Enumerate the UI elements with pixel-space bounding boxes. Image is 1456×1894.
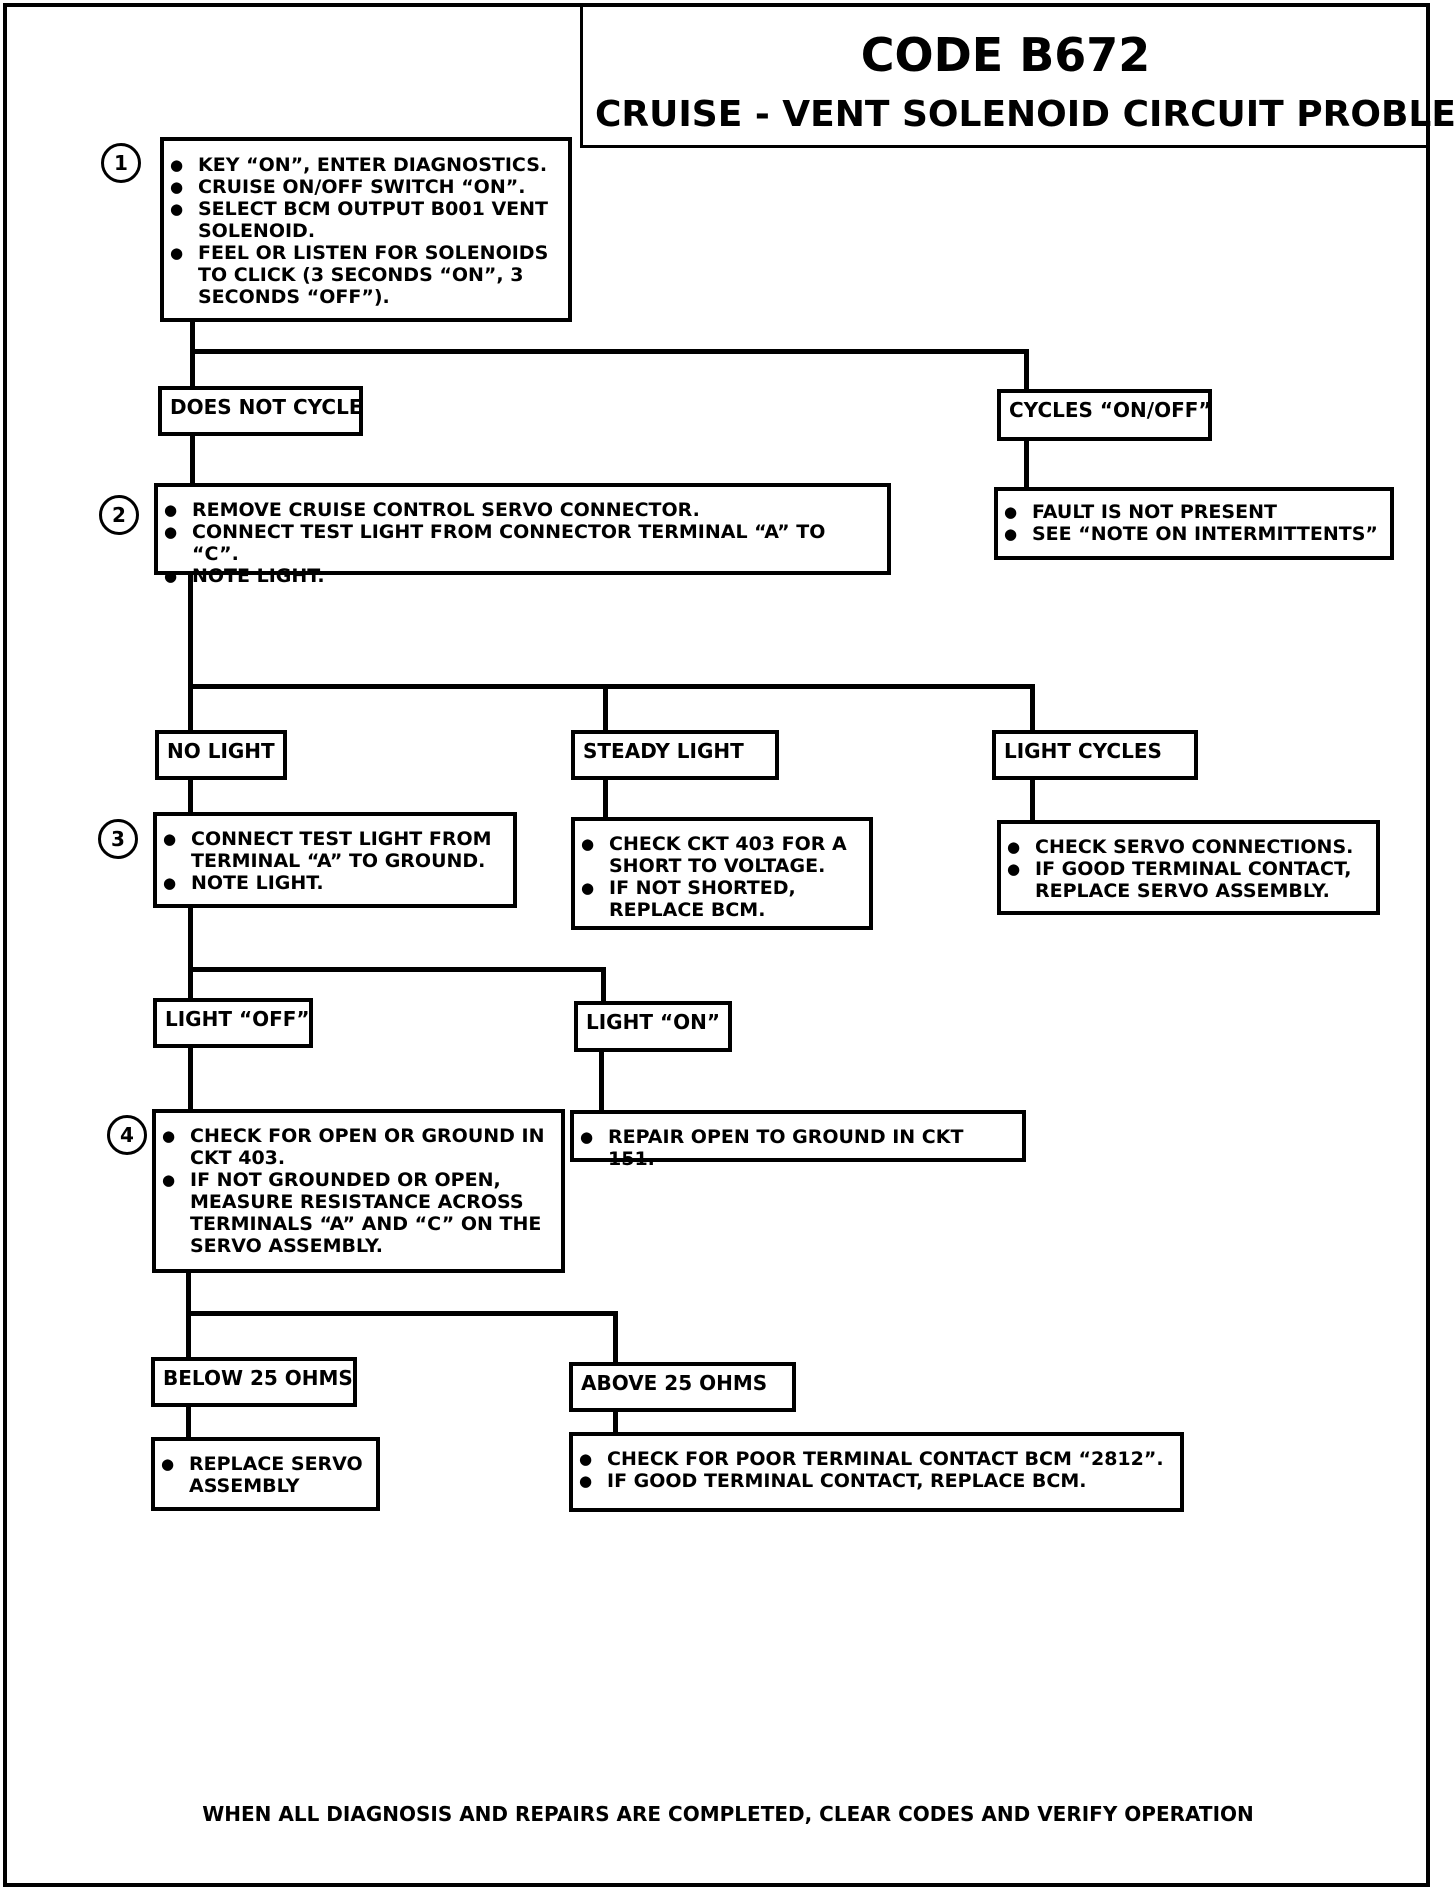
check-ckt403-box: CHECK CKT 403 FOR A SHORT TO VOLTAGE.IF … (571, 817, 873, 930)
check-servo-list: CHECK SERVO CONNECTIONS.IF GOOD TERMINAL… (1001, 836, 1368, 902)
bullet-item: CONNECT TEST LIGHT FROM TERMINAL “A” TO … (157, 828, 503, 872)
connector-line (1030, 684, 1035, 733)
step-2-marker: 2 (99, 495, 139, 535)
step-2-box: REMOVE CRUISE CONTROL SERVO CONNECTOR.CO… (154, 483, 891, 587)
connector-line (188, 967, 606, 972)
light-cycles-box: LIGHT CYCLES (992, 730, 1198, 780)
bullet-item: REPLACE SERVO ASSEMBLY (155, 1453, 368, 1497)
connector-line (613, 1408, 618, 1435)
check-poor-contact-box: CHECK FOR POOR TERMINAL CONTACT BCM “281… (569, 1432, 1184, 1512)
light-off-label: LIGHT “OFF” (165, 1007, 310, 1031)
bullet-item: IF NOT SHORTED, REPLACE BCM. (575, 877, 861, 921)
check-servo-box: CHECK SERVO CONNECTIONS.IF GOOD TERMINAL… (997, 820, 1380, 915)
step-4-marker: 4 (107, 1115, 147, 1155)
step-3-marker: 3 (98, 819, 138, 859)
title-block: CODE B672 CRUISE - VENT SOLENOID CIRCUIT… (580, 6, 1456, 148)
bullet-item: NOTE LIGHT. (158, 565, 877, 587)
above-25-ohms-box: ABOVE 25 OHMS (569, 1362, 796, 1412)
step-4-box: CHECK FOR OPEN OR GROUND IN CKT 403.IF N… (152, 1109, 565, 1273)
circuit-title: CRUISE - VENT SOLENOID CIRCUIT PROBLEM (595, 94, 1456, 135)
connector-line (190, 433, 195, 485)
bullet-item: REPAIR OPEN TO GROUND IN CKT 151. (574, 1126, 1014, 1170)
connector-line (1024, 349, 1029, 391)
connector-line (603, 776, 608, 819)
connector-line (190, 349, 1029, 354)
bullet-item: FEEL OR LISTEN FOR SOLENOIDS TO CLICK (3… (164, 242, 558, 308)
connector-line (188, 904, 193, 1001)
bullet-item: FAULT IS NOT PRESENT (998, 501, 1380, 523)
connector-line (1024, 437, 1029, 490)
no-light-label: NO LIGHT (167, 739, 275, 763)
connector-line (188, 776, 193, 815)
step-4-list: CHECK FOR OPEN OR GROUND IN CKT 403.IF N… (156, 1125, 551, 1257)
connector-line (188, 684, 1035, 689)
step-1-box: KEY “ON”, ENTER DIAGNOSTICS.CRUISE ON/OF… (160, 137, 572, 322)
repair-open-box: REPAIR OPEN TO GROUND IN CKT 151. (570, 1110, 1026, 1170)
step-3-box: CONNECT TEST LIGHT FROM TERMINAL “A” TO … (153, 812, 517, 908)
bullet-item: CHECK SERVO CONNECTIONS. (1001, 836, 1368, 858)
footer-note: WHEN ALL DIAGNOSIS AND REPAIRS ARE COMPL… (202, 1802, 1254, 1826)
fault-not-present-list: FAULT IS NOT PRESENTSEE “NOTE ON INTERMI… (998, 501, 1380, 545)
connector-line (186, 1403, 191, 1440)
repair-open-list: REPAIR OPEN TO GROUND IN CKT 151. (574, 1126, 1014, 1170)
check-ckt403-list: CHECK CKT 403 FOR A SHORT TO VOLTAGE.IF … (575, 833, 861, 921)
bullet-item: CHECK CKT 403 FOR A SHORT TO VOLTAGE. (575, 833, 861, 877)
page-frame (3, 3, 1430, 1887)
replace-servo-box: REPLACE SERVO ASSEMBLY (151, 1437, 380, 1511)
bullet-item: SELECT BCM OUTPUT B001 VENT SOLENOID. (164, 198, 558, 242)
connector-line (601, 967, 606, 1004)
does-not-cycle-label: DOES NOT CYCLE (170, 395, 363, 419)
cycles-on-off-label: CYCLES “ON/OFF” (1009, 398, 1212, 422)
light-cycles-label: LIGHT CYCLES (1004, 739, 1162, 763)
connector-line (603, 684, 608, 733)
bullet-item: IF GOOD TERMINAL CONTACT, REPLACE BCM. (573, 1470, 1172, 1492)
steady-light-box: STEADY LIGHT (571, 730, 779, 780)
no-light-box: NO LIGHT (155, 730, 287, 780)
step-2-list: REMOVE CRUISE CONTROL SERVO CONNECTOR.CO… (158, 499, 877, 587)
connector-line (599, 1048, 604, 1113)
cycles-on-off-box: CYCLES “ON/OFF” (997, 389, 1212, 441)
code-title: CODE B672 (860, 28, 1151, 82)
connector-line (186, 1269, 191, 1367)
connector-line (1030, 776, 1035, 822)
light-on-box: LIGHT “ON” (574, 1001, 732, 1052)
bullet-item: CONNECT TEST LIGHT FROM CONNECTOR TERMIN… (158, 521, 877, 565)
does-not-cycle-box: DOES NOT CYCLE (158, 386, 363, 436)
below-25-ohms-label: BELOW 25 OHMS (163, 1366, 353, 1390)
bullet-item: SEE “NOTE ON INTERMITTENTS” (998, 523, 1380, 545)
bullet-item: IF NOT GROUNDED OR OPEN, MEASURE RESISTA… (156, 1169, 551, 1257)
step-1-marker: 1 (101, 143, 141, 183)
light-off-box: LIGHT “OFF” (153, 998, 313, 1048)
step-1-list: KEY “ON”, ENTER DIAGNOSTICS.CRUISE ON/OF… (164, 154, 558, 308)
bullet-item: NOTE LIGHT. (157, 872, 503, 894)
above-25-ohms-label: ABOVE 25 OHMS (581, 1371, 768, 1395)
bullet-item: CHECK FOR POOR TERMINAL CONTACT BCM “281… (573, 1448, 1172, 1470)
below-25-ohms-box: BELOW 25 OHMS (151, 1357, 357, 1407)
bullet-item: KEY “ON”, ENTER DIAGNOSTICS. (164, 154, 558, 176)
bullet-item: REMOVE CRUISE CONTROL SERVO CONNECTOR. (158, 499, 877, 521)
light-on-label: LIGHT “ON” (586, 1010, 720, 1034)
bullet-item: IF GOOD TERMINAL CONTACT, REPLACE SERVO … (1001, 858, 1368, 902)
step-3-list: CONNECT TEST LIGHT FROM TERMINAL “A” TO … (157, 828, 503, 894)
replace-servo-list: REPLACE SERVO ASSEMBLY (155, 1453, 368, 1497)
connector-line (186, 1311, 618, 1316)
check-poor-contact-list: CHECK FOR POOR TERMINAL CONTACT BCM “281… (573, 1448, 1172, 1492)
bullet-item: CRUISE ON/OFF SWITCH “ON”. (164, 176, 558, 198)
bullet-item: CHECK FOR OPEN OR GROUND IN CKT 403. (156, 1125, 551, 1169)
connector-line (188, 1044, 193, 1112)
fault-not-present-box: FAULT IS NOT PRESENTSEE “NOTE ON INTERMI… (994, 487, 1394, 560)
connector-line (188, 570, 193, 733)
connector-line (613, 1311, 618, 1362)
steady-light-label: STEADY LIGHT (583, 739, 744, 763)
